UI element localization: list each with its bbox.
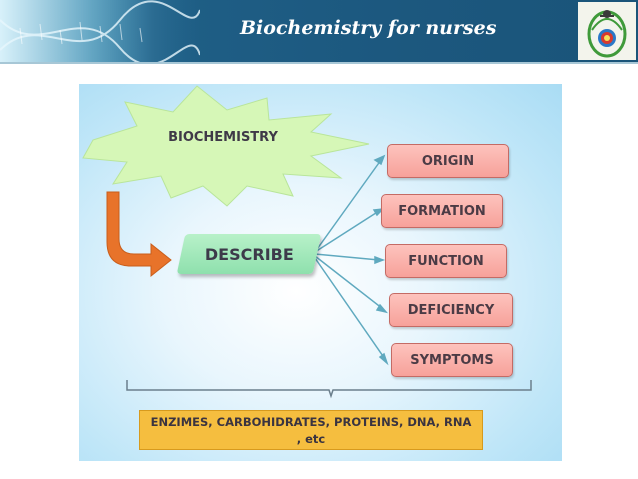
describe-box: DESCRIBE bbox=[176, 234, 322, 274]
dna-helix-banner-art bbox=[0, 0, 200, 62]
describe-label: DESCRIBE bbox=[204, 244, 294, 264]
arrowhead-function bbox=[374, 255, 386, 265]
biochemistry-starburst-shape bbox=[82, 85, 370, 207]
aspect-function: FUNCTION bbox=[385, 244, 507, 278]
examples-line-1: ENZIMES, CARBOHIDRATES, PROTEINS, DNA, R… bbox=[150, 415, 472, 429]
arrowhead-formation bbox=[372, 208, 386, 217]
diagram-graphics bbox=[82, 85, 532, 399]
university-seal-icon bbox=[578, 2, 636, 60]
slide-header: Biochemistry for nurses bbox=[0, 0, 638, 62]
biochemistry-label: BIOCHEMISTRY bbox=[168, 130, 278, 145]
diagram-panel: BIOCHEMISTRY DESCRIBE ORIGIN FORMATION F… bbox=[79, 84, 562, 461]
aspect-formation: FORMATION bbox=[381, 194, 503, 228]
arrowhead-deficiency bbox=[375, 303, 389, 314]
connector-origin bbox=[314, 159, 382, 253]
orange-down-right-arrow bbox=[106, 191, 172, 278]
examples-box: ENZIMES, CARBOHIDRATES, PROTEINS, DNA, R… bbox=[139, 410, 483, 450]
examples-bracket bbox=[126, 380, 532, 399]
connector-deficiency bbox=[314, 255, 384, 310]
examples-line-2: , etc bbox=[296, 432, 326, 446]
slide-title: Biochemistry for nurses bbox=[240, 17, 497, 39]
connector-formation bbox=[314, 210, 380, 253]
aspect-deficiency: DEFICIENCY bbox=[389, 293, 513, 327]
header-divider bbox=[0, 62, 638, 64]
connector-symptoms bbox=[314, 257, 386, 360]
aspect-origin: ORIGIN bbox=[387, 144, 509, 178]
arrowhead-origin bbox=[373, 154, 386, 166]
aspect-symptoms: SYMPTOMS bbox=[391, 343, 513, 377]
arrowhead-symptoms bbox=[378, 352, 389, 366]
connector-function bbox=[314, 253, 380, 261]
